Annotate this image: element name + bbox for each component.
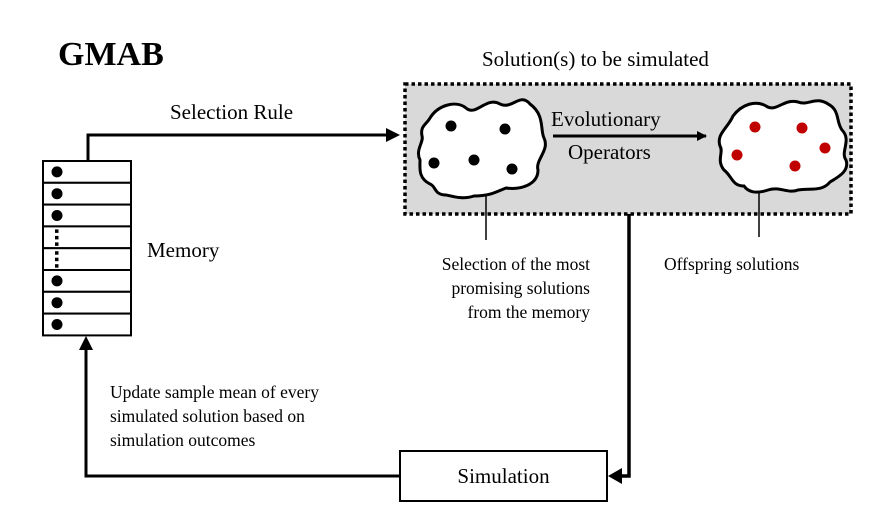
memory-ellipsis-dot [55, 229, 59, 233]
offspring-note: Offspring solutions [664, 254, 800, 274]
memory-ellipsis-dot [55, 257, 59, 262]
memory-label: Memory [147, 238, 220, 262]
selected-solutions-cloud [416, 98, 547, 200]
memory-slot [42, 312, 132, 337]
simulation-to-memory-arrowhead [79, 336, 93, 350]
offspring-dot [789, 160, 801, 172]
evolutionary-label: Evolutionary [551, 107, 661, 131]
offspring-dot [796, 122, 808, 134]
selection-rule-arrowhead [386, 128, 400, 142]
selection-rule-arrow [86, 133, 393, 161]
memory-ellipsis-dot [55, 251, 59, 255]
simulation-to-memory-arrow [84, 350, 400, 478]
simulation-label: Simulation [457, 464, 550, 488]
selection-note-line: Selection of the most [441, 254, 590, 274]
selection-note: Selection of the most promising solution… [397, 252, 590, 324]
update-note-line: simulation outcomes [110, 430, 256, 450]
panel-to-simulation-arrowhead [608, 468, 622, 484]
selection-note-line: from the memory [467, 302, 590, 322]
memory-ellipsis-dot [55, 235, 59, 240]
selection-rule-label: Selection Rule [170, 100, 294, 124]
memory-solution-dot [51, 275, 63, 287]
solution-dot [445, 120, 457, 132]
diagram-title: GMAB [58, 36, 164, 73]
memory-stack [42, 160, 132, 337]
memory-ellipsis-dot [55, 264, 59, 268]
memory-solution-dot [51, 188, 63, 200]
selected-solution-dots [428, 120, 518, 175]
offspring-dots [731, 121, 831, 172]
operators-label: Operators [568, 140, 651, 164]
update-note: Update sample mean of every simulated so… [110, 380, 319, 452]
simulation-box [399, 450, 608, 502]
memory-solution-dot [51, 166, 63, 178]
solution-dot [506, 163, 518, 175]
memory-solution-dot [51, 210, 63, 221]
offspring-dot [731, 149, 743, 161]
update-note-line: Update sample mean of every [110, 382, 319, 402]
solution-dot [468, 154, 480, 166]
update-note-line: simulated solution based on [110, 406, 305, 426]
solutions-to-simulate-label: Solution(s) to be simulated [482, 47, 709, 71]
panel-to-simulation-arrow [620, 214, 631, 478]
offspring-dot [749, 121, 761, 133]
solution-dot [428, 157, 440, 169]
selection-note-line: promising solutions [451, 278, 590, 298]
memory-solution-dot [51, 297, 63, 309]
solution-dot [499, 123, 511, 135]
memory-solution-dot [51, 319, 63, 330]
offspring-dot [819, 142, 831, 154]
memory-ellipsis-dot [55, 242, 59, 246]
